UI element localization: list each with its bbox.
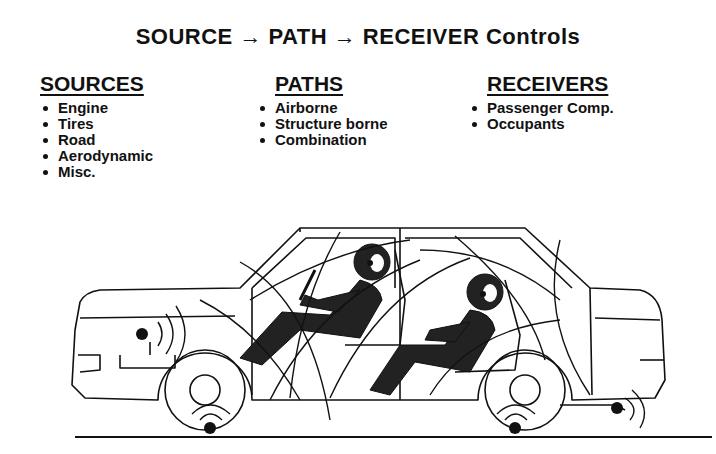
list-item: Combination	[275, 132, 367, 148]
column-heading: SOURCES	[40, 72, 144, 96]
list-item: Occupants	[487, 116, 565, 132]
list-item: Misc.	[58, 164, 96, 180]
list-item: Airborne	[275, 100, 338, 116]
list-item: Passenger Comp.	[487, 100, 614, 116]
list-item: Engine	[58, 100, 108, 116]
list-item: Aerodynamic	[58, 148, 153, 164]
diagram-title: SOURCE → PATH → RECEIVER Controls	[0, 24, 716, 50]
list-item: Road	[58, 132, 96, 148]
list-item: Tires	[58, 116, 94, 132]
column-heading: RECEIVERS	[487, 72, 608, 96]
list-item: Structure borne	[275, 116, 388, 132]
column-heading: PATHS	[275, 72, 343, 96]
